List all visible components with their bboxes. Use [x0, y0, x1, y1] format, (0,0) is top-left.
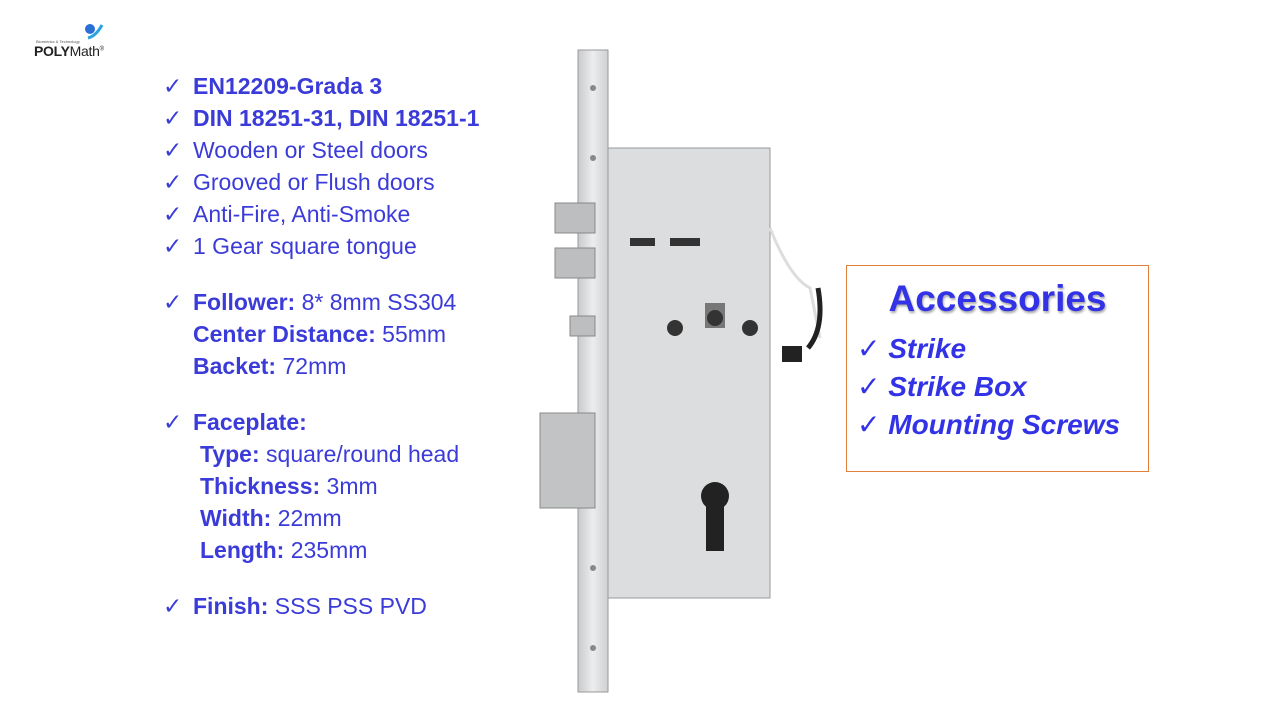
faceplate-width: Width: 22mm [200, 505, 342, 531]
spec-list: ✓EN12209-Grada 3 ✓DIN 18251-31, DIN 1825… [163, 70, 479, 622]
accessories-title: Accessories [888, 278, 1107, 319]
check-icon: ✓ [163, 289, 183, 315]
accessories-box: Accessories ✓ Strike ✓ Strike Box ✓ Moun… [846, 265, 1149, 472]
faceplate-length: Length: 235mm [200, 537, 368, 563]
faceplate-thickness: Thickness: 3mm [200, 473, 378, 499]
check-icon: ✓ [857, 371, 881, 402]
check-icon: ✓ [163, 409, 183, 435]
spec-item: ✓Wooden or Steel doors [163, 134, 479, 166]
faceplate-type: Type: square/round head [200, 441, 460, 467]
check-icon: ✓ [163, 169, 183, 195]
check-icon: ✓ [163, 593, 183, 619]
spec-item: ✓EN12209-Grada 3 [163, 70, 479, 102]
logo-name: POLYMath® [34, 43, 104, 59]
mortise-lock-image [539, 49, 823, 693]
check-icon: ✓ [163, 137, 183, 163]
spec-item: ✓Anti-Fire, Anti-Smoke [163, 198, 479, 230]
check-icon: ✓ [163, 73, 183, 99]
logo-mark-icon [85, 24, 104, 40]
spec-item: ✓1 Gear square tongue [163, 230, 479, 262]
backet-spec: Backet: 72mm [193, 353, 347, 379]
accessory-item: ✓ Strike [857, 333, 967, 364]
center-distance-spec: Center Distance: 55mm [193, 321, 447, 347]
check-icon: ✓ [163, 105, 183, 131]
follower-spec: ✓Follower: 8* 8mm SS304 [163, 286, 479, 318]
faceplate-spec: ✓Faceplate: [163, 406, 479, 438]
check-icon: ✓ [857, 409, 881, 440]
accessory-item: ✓ Strike Box [857, 371, 1027, 402]
accessory-item: ✓ Mounting Screws [857, 409, 1121, 440]
spec-item: ✓DIN 18251-31, DIN 18251-1 [163, 102, 479, 134]
spec-item: ✓Grooved or Flush doors [163, 166, 479, 198]
check-icon: ✓ [163, 233, 183, 259]
check-icon: ✓ [857, 333, 881, 364]
polymath-logo: Biometrics & Technology POLYMath® [34, 22, 124, 62]
finish-spec: ✓Finish: SSS PSS PVD [163, 590, 479, 622]
logo-tagline: Biometrics & Technology [36, 39, 80, 44]
check-icon: ✓ [163, 201, 183, 227]
